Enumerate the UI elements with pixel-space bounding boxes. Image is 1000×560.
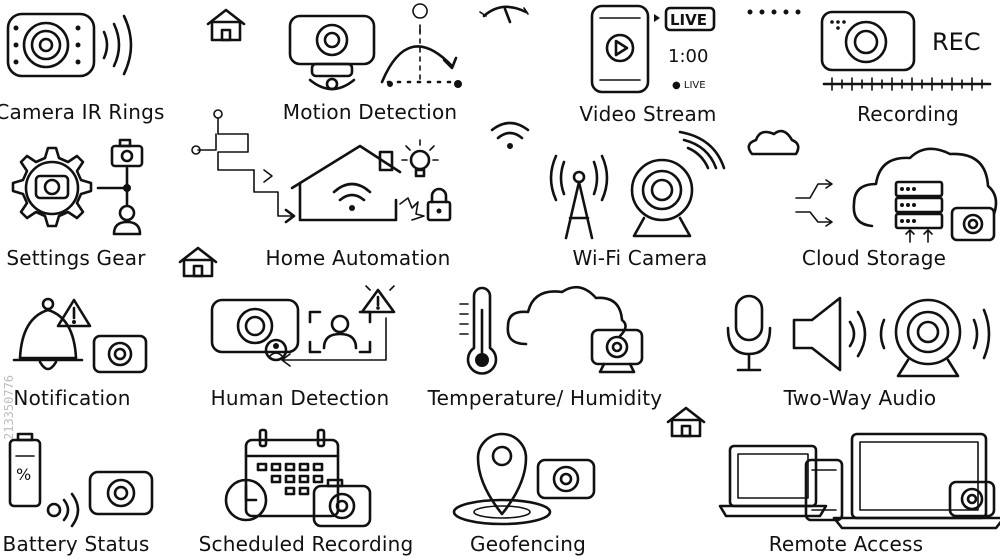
- label-battery-status: Battery Status: [2, 532, 150, 556]
- label-recording: Recording: [857, 102, 959, 126]
- label-notification: Notification: [13, 386, 131, 410]
- wifi-camera-icon: [549, 130, 726, 240]
- live-badge: LIVE: [670, 11, 707, 29]
- label-scheduled-recording: Scheduled Recording: [198, 532, 414, 556]
- label-two-way-audio: Two-Way Audio: [783, 386, 937, 410]
- label-settings-gear: Settings Gear: [6, 246, 146, 270]
- label-remote-access: Remote Access: [768, 532, 924, 556]
- rec-text: REC: [932, 28, 981, 56]
- label-motion-detection: Motion Detection: [282, 100, 458, 124]
- remote-access-icon: [718, 432, 1000, 530]
- recording-icon: REC: [820, 10, 992, 91]
- house-icon-3: [666, 406, 706, 438]
- house-icon: [206, 8, 246, 42]
- watermark-id: 213350776: [2, 374, 16, 440]
- wifi-icon: [490, 121, 530, 149]
- label-temperature-humidity: Temperature/ Humidity: [427, 386, 663, 410]
- cloud-icon: [747, 129, 800, 156]
- label-human-detection: Human Detection: [210, 386, 390, 410]
- home-automation-icon: [191, 109, 452, 224]
- temperature-humidity-icon: [459, 285, 644, 375]
- label-geofencing: Geofencing: [470, 532, 586, 556]
- battery-status-icon: %: [8, 432, 154, 528]
- battery-percent-text: %: [16, 465, 31, 484]
- motion-detection-icon: [288, 3, 462, 91]
- two-way-audio-icon: [726, 294, 991, 378]
- cloud-storage-icon: [795, 147, 998, 243]
- label-cloud-storage: Cloud Storage: [801, 246, 947, 270]
- label-home-automation: Home Automation: [265, 246, 451, 270]
- label-wifi-camera: Wi-Fi Camera: [572, 246, 708, 270]
- dial-icon: [479, 5, 529, 24]
- scheduled-recording-icon: [224, 428, 372, 528]
- live-small-text: ● LIVE: [672, 80, 706, 91]
- label-video-stream: Video Stream: [579, 102, 717, 126]
- settings-gear-icon: [11, 138, 144, 236]
- geofencing-icon: [452, 432, 596, 526]
- house-icon-2: [178, 246, 218, 278]
- dots-icon: [747, 9, 801, 15]
- human-detection-icon: [210, 285, 396, 367]
- label-camera-ir-rings: Camera IR Rings: [0, 100, 165, 124]
- notification-icon: [12, 297, 148, 374]
- camera-ir-rings-icon: [6, 12, 133, 78]
- timer-text: 1:00: [668, 46, 708, 67]
- video-stream-icon: LIVE 1:00 ● LIVE: [590, 4, 716, 94]
